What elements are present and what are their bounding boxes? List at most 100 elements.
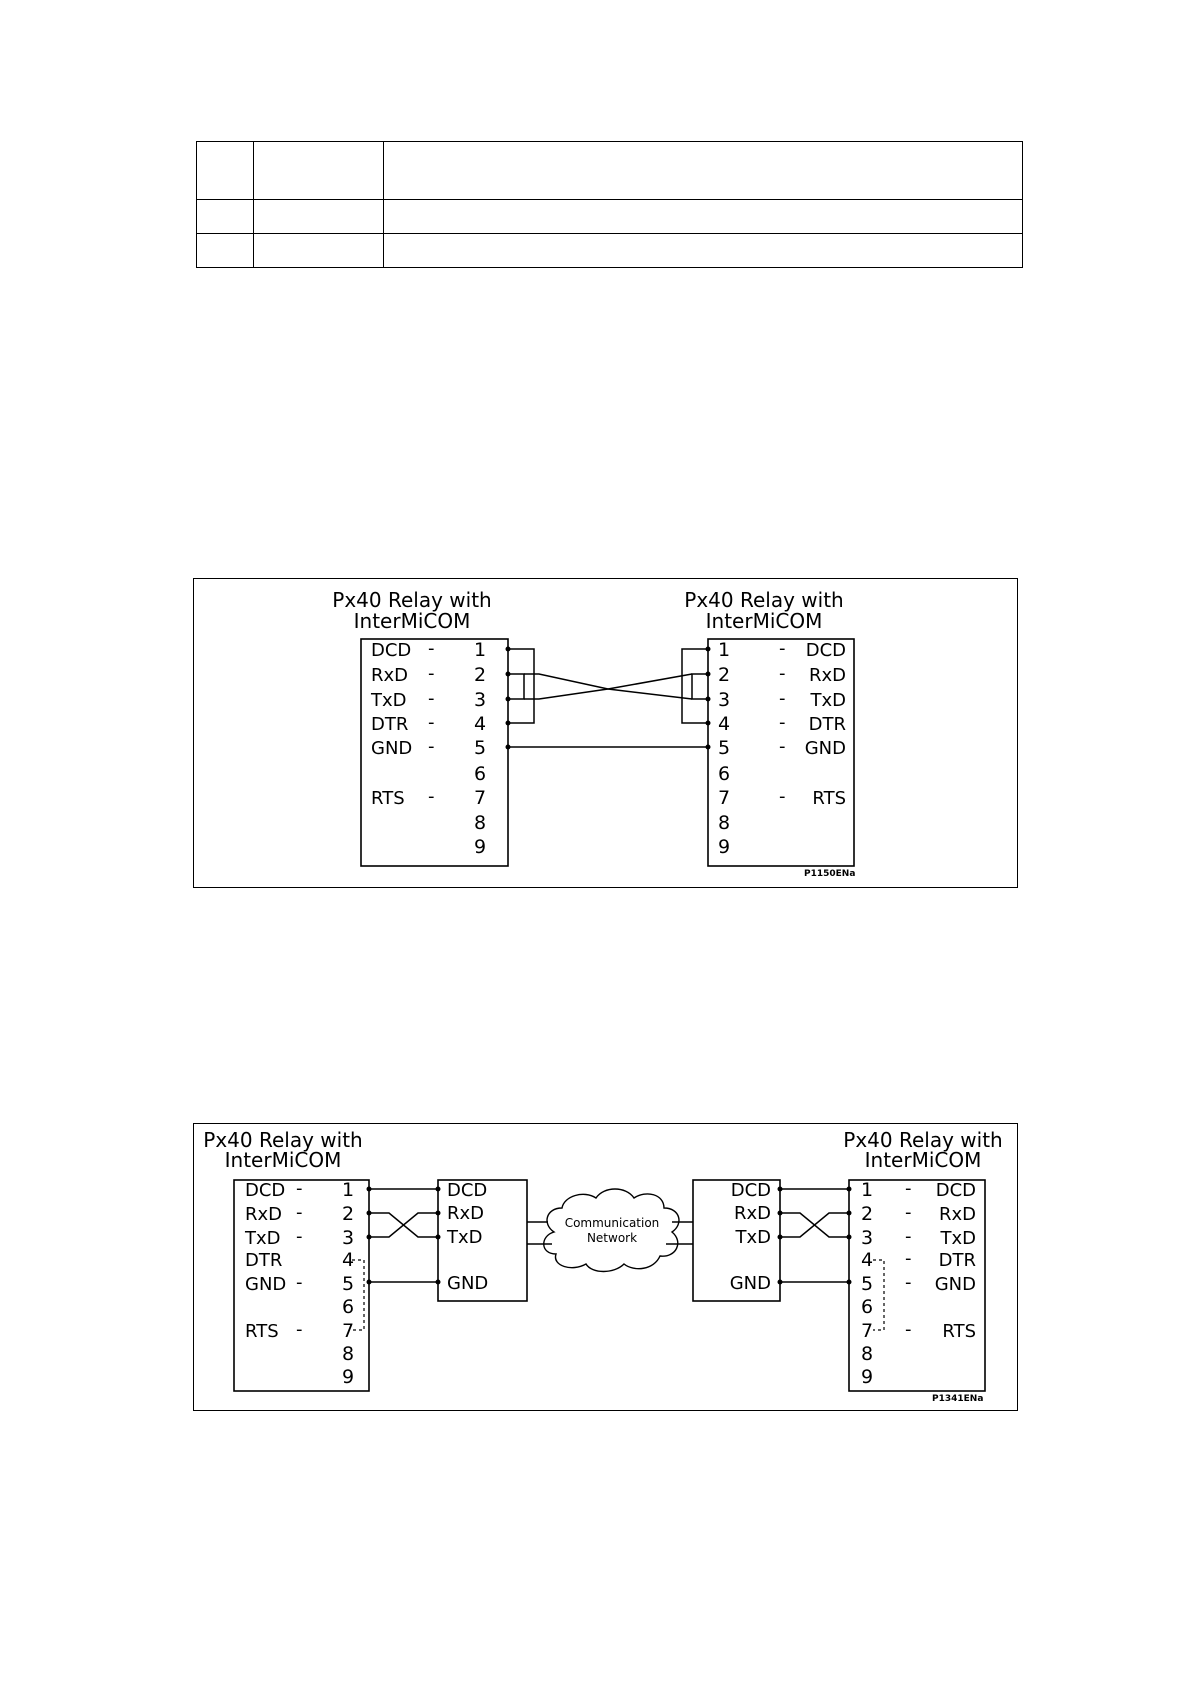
right-relay-box <box>707 638 855 867</box>
table-cell <box>383 199 1023 234</box>
left-modem-signal-gnd: GND <box>447 1273 488 1294</box>
left-signal-dcd: DCD <box>245 1180 285 1201</box>
svg-text:-: - <box>905 1272 912 1293</box>
right-pin-2: 2 <box>718 664 730 686</box>
svg-text:-: - <box>779 736 786 757</box>
right-signal-rxd: RxD <box>809 665 846 686</box>
svg-text:-: - <box>428 638 435 659</box>
svg-text:-: - <box>296 1319 303 1340</box>
right-pin-9: 9 <box>861 1366 873 1388</box>
table-row <box>196 233 1023 268</box>
network-connection-diagram: Px40 Relay with InterMiCOM Px40 Relay wi… <box>193 1123 1018 1411</box>
right-relay-box <box>848 1179 986 1392</box>
svg-text:-: - <box>905 1248 912 1269</box>
left-relay-box <box>360 638 509 867</box>
left-signal-txd: TxD <box>370 690 407 711</box>
right-pin-4: 4 <box>718 713 730 735</box>
right-pin-3: 3 <box>718 689 730 711</box>
right-pin-1: 1 <box>861 1179 873 1201</box>
right-signal-rts: RTS <box>812 788 846 809</box>
right-pin-9: 9 <box>718 836 730 858</box>
left-signal-dashes: -- -- - <box>296 1178 303 1340</box>
svg-text:-: - <box>905 1178 912 1199</box>
right-signal-txd: TxD <box>939 1228 976 1249</box>
right-signal-dcd: DCD <box>936 1180 976 1201</box>
network-label-line1: Communication <box>565 1216 660 1230</box>
right-pin-5: 5 <box>718 737 730 759</box>
right-pin-2: 2 <box>861 1203 873 1225</box>
right-pin-6: 6 <box>718 763 730 785</box>
left-signal-dtr: DTR <box>245 1250 282 1271</box>
right-modem-signal-txd: TxD <box>734 1227 771 1248</box>
network-label-line2: Network <box>587 1231 637 1245</box>
table-row <box>196 199 1023 234</box>
left-signal-gnd: GND <box>371 738 412 759</box>
figure-reference: P1341ENa <box>932 1394 983 1404</box>
right-signal-rts: RTS <box>942 1321 976 1342</box>
left-pin-2: 2 <box>474 664 486 686</box>
svg-text:-: - <box>779 663 786 684</box>
svg-text:-: - <box>905 1319 912 1340</box>
table-cell <box>253 233 384 268</box>
right-signal-dtr: DTR <box>939 1250 976 1271</box>
right-signal-gnd: GND <box>935 1274 976 1295</box>
left-relay-title-line1: Px40 Relay with <box>332 588 491 612</box>
svg-text:-: - <box>905 1226 912 1247</box>
left-pin-7: 7 <box>474 787 486 809</box>
svg-text:-: - <box>428 663 435 684</box>
empty-table <box>196 141 1023 268</box>
right-modem-box <box>692 1179 781 1302</box>
left-pin-7: 7 <box>342 1320 354 1342</box>
svg-text:-: - <box>428 786 435 807</box>
right-modem-signal-rxd: RxD <box>734 1203 771 1224</box>
left-pin-4: 4 <box>474 713 486 735</box>
right-pin-5: 5 <box>861 1273 873 1295</box>
left-pin-8: 8 <box>342 1343 354 1365</box>
right-pin-8: 8 <box>861 1343 873 1365</box>
table-cell <box>253 199 384 234</box>
right-pin-4: 4 <box>861 1249 873 1271</box>
left-pin-8: 8 <box>474 812 486 834</box>
right-pin-7: 7 <box>718 787 730 809</box>
right-relay-title-line2: InterMiCOM <box>865 1148 982 1172</box>
left-relay-title-line2: InterMiCOM <box>354 609 471 633</box>
table-cell <box>196 199 254 234</box>
svg-text:-: - <box>779 712 786 733</box>
communication-network-cloud <box>543 1188 680 1273</box>
svg-text:-: - <box>296 1272 303 1293</box>
left-pin-1: 1 <box>474 639 486 661</box>
right-signal-rxd: RxD <box>939 1204 976 1225</box>
left-pin-5: 5 <box>474 737 486 759</box>
right-pin-1: 1 <box>718 639 730 661</box>
left-modem-box <box>437 1179 528 1302</box>
right-signal-dtr: DTR <box>809 714 846 735</box>
left-signal-rxd: RxD <box>245 1204 282 1225</box>
table-cell <box>383 233 1023 268</box>
svg-text:-: - <box>905 1202 912 1223</box>
svg-text:-: - <box>296 1178 303 1199</box>
svg-text:-: - <box>779 638 786 659</box>
svg-text:-: - <box>428 712 435 733</box>
left-modem-signal-rxd: RxD <box>447 1203 484 1224</box>
table-row <box>196 141 1023 200</box>
left-signal-gnd: GND <box>245 1274 286 1295</box>
left-pin-6: 6 <box>342 1296 354 1318</box>
left-signal-rxd: RxD <box>371 665 408 686</box>
table-cell <box>383 141 1023 200</box>
svg-text:-: - <box>779 688 786 709</box>
right-signal-gnd: GND <box>805 738 846 759</box>
right-signal-txd: TxD <box>809 690 846 711</box>
left-pin-3: 3 <box>474 689 486 711</box>
left-pin-9: 9 <box>342 1366 354 1388</box>
left-signal-rts: RTS <box>371 788 405 809</box>
left-signal-rts: RTS <box>245 1321 279 1342</box>
left-pin-3: 3 <box>342 1227 354 1249</box>
right-signal-dashes: -- -- -- <box>905 1178 912 1340</box>
direct-connection-svg: Px40 Relay with InterMiCOM Px40 Relay wi… <box>332 588 855 879</box>
table-cell <box>196 233 254 268</box>
right-pin-7: 7 <box>861 1320 873 1342</box>
network-wiring <box>352 1186 885 1331</box>
left-pin-2: 2 <box>342 1203 354 1225</box>
right-pin-3: 3 <box>861 1227 873 1249</box>
table-cell <box>196 141 254 200</box>
